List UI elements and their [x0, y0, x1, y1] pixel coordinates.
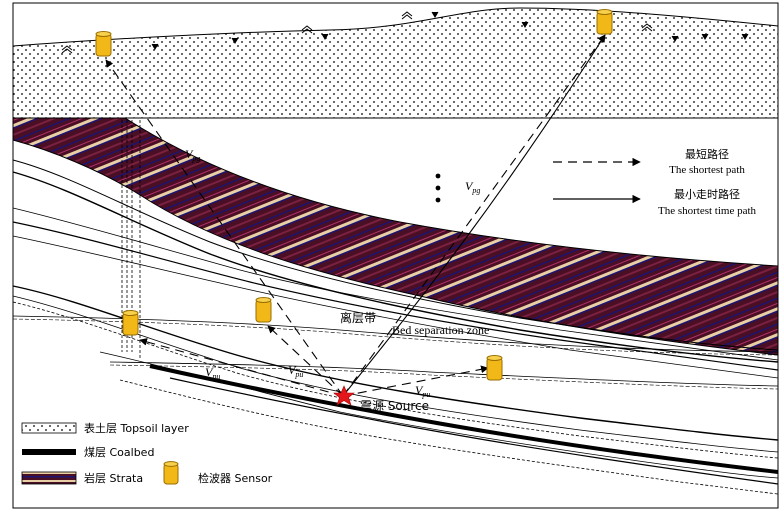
- ray-up-sensor: [267, 325, 344, 397]
- legend-sensor-icon: [163, 461, 179, 485]
- topsoil-markers: [61, 11, 749, 54]
- coal-seam: [149, 364, 779, 474]
- coal-seam-lower: [169, 377, 779, 485]
- svg-text:最短路径: 最短路径: [685, 147, 729, 161]
- legend-topsoil-label: 表土层 Topsoil layer: [84, 421, 189, 435]
- source-label: 震源 Source: [360, 399, 429, 413]
- bed-separation-en: Bed separation zone: [392, 323, 489, 337]
- legend-strata-swatch: [21, 471, 77, 485]
- sensor-surface-left: [95, 31, 112, 57]
- sensor-surface-right: [596, 9, 613, 35]
- sensor-underground-mid: [255, 297, 272, 323]
- sensor-underground-left: [122, 310, 139, 336]
- v-pu-mid-label: Vpu: [288, 363, 303, 379]
- legend-coalbed-label: 煤层 Coalbed: [84, 446, 154, 459]
- v-pu-right-label: Vpu: [415, 383, 430, 399]
- legend-coalbed-swatch: [22, 449, 76, 455]
- svg-text:The shortest path: The shortest path: [669, 164, 745, 176]
- diagram-frame: [12, 2, 779, 509]
- material-legend: 表土层 Topsoil layer 煤层 Coalbed 岩层 Strata 检…: [21, 421, 273, 485]
- strata-lines: [12, 159, 779, 379]
- v-pg-mid-label: Vpg: [465, 179, 480, 195]
- legend-topsoil-swatch: [21, 422, 77, 434]
- ray-right-surface-curve: [342, 34, 606, 397]
- bed-separation-cn: 离层带: [340, 310, 376, 325]
- legend-strata-label: 岩层 Strata: [84, 471, 143, 485]
- v-pg-main-label: Vpg: [185, 147, 200, 163]
- svg-text:最小走时路径: 最小走时路径: [674, 188, 740, 201]
- sensor-underground-right: [486, 355, 503, 381]
- ray-paths: [105, 34, 606, 397]
- svg-text:The shortest time path: The shortest time path: [658, 205, 757, 217]
- topsoil-layer: [12, 7, 779, 119]
- ray-left-sensor: [139, 338, 344, 397]
- path-legend: 最短路径 The shortest path 最小走时路径 The shorte…: [553, 147, 757, 217]
- v-pu-left-label: Vpu: [205, 365, 220, 381]
- seismic-source-icon: [333, 385, 355, 406]
- boreholes: [121, 120, 141, 358]
- ray-left-surface: [105, 59, 344, 397]
- ray-right-sensor: [342, 365, 489, 397]
- strata-band: [12, 117, 779, 356]
- legend-sensor-label: 检波器 Sensor: [198, 471, 273, 485]
- ellipsis-dots: [435, 173, 441, 203]
